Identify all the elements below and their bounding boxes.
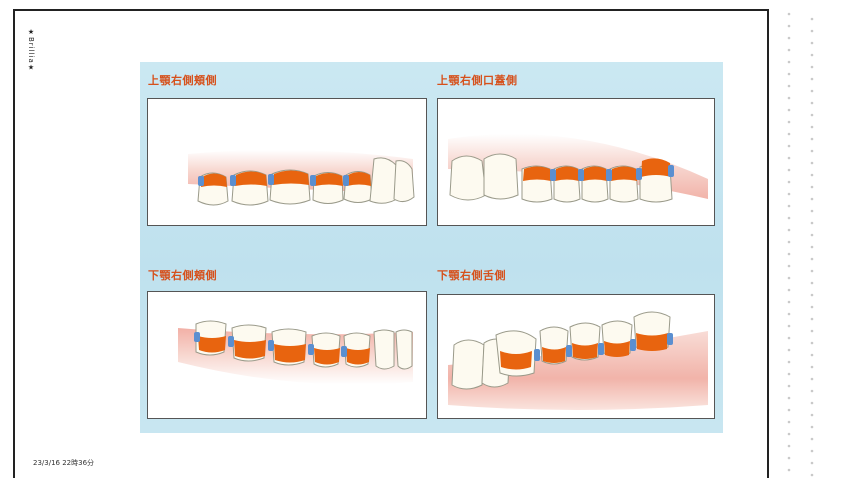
margin-dot [811, 258, 814, 261]
upper-palatal-drawing [438, 99, 715, 226]
margin-dot [788, 73, 791, 76]
margin-dot [811, 318, 814, 321]
margin-dot [788, 85, 791, 88]
margin-dot [811, 138, 814, 141]
margin-dot [788, 397, 791, 400]
margin-dot [788, 97, 791, 100]
margin-dot [811, 126, 814, 129]
margin-dot [788, 169, 791, 172]
margin-dot [811, 474, 814, 477]
margin-dot [788, 289, 791, 292]
margin-dot [811, 42, 814, 45]
margin-dot [788, 217, 791, 220]
margin-dot [788, 409, 791, 412]
margin-dot [811, 186, 814, 189]
margin-dot [811, 306, 814, 309]
panel-title-upper-buccal: 上顎右側頬側 [148, 72, 217, 88]
margin-dot [811, 330, 814, 333]
margin-dot [811, 90, 814, 93]
margin-dot [788, 181, 791, 184]
teeth-illustration: 上顎右側頬側 [140, 62, 723, 433]
margin-dot [788, 385, 791, 388]
panel-title-lower-lingual: 下顎右側舌側 [437, 267, 506, 283]
margin-dot [811, 150, 814, 153]
margin-dot [788, 349, 791, 352]
margin-dot [811, 18, 814, 21]
margin-dot [811, 354, 814, 357]
panel-lower-buccal [147, 291, 427, 419]
margin-dot [811, 402, 814, 405]
margin-dot [811, 426, 814, 429]
margin-dot [788, 109, 791, 112]
margin-dot [811, 390, 814, 393]
margin-dot [811, 450, 814, 453]
margin-dot [788, 13, 791, 16]
margin-dot [788, 313, 791, 316]
margin-dot [788, 433, 791, 436]
margin-dot [788, 133, 791, 136]
upper-buccal-drawing [148, 99, 427, 226]
margin-dot [811, 462, 814, 465]
panel-upper-buccal [147, 98, 427, 226]
margin-dot [811, 174, 814, 177]
margin-dot [811, 114, 814, 117]
margin-dot [788, 337, 791, 340]
margin-dot [788, 61, 791, 64]
margin-dot [811, 294, 814, 297]
sidebar-label: ★Brillia★ [27, 28, 35, 73]
margin-dot [811, 234, 814, 237]
panel-title-upper-palatal: 上顎右側口蓋側 [437, 72, 518, 88]
margin-dot [811, 246, 814, 249]
panel-title-lower-buccal: 下顎右側頬側 [148, 267, 217, 283]
timestamp: 23/3/16 22時36分 [33, 458, 94, 468]
margin-dot [811, 222, 814, 225]
margin-dot [788, 49, 791, 52]
margin-dot [788, 373, 791, 376]
margin-dot [788, 157, 791, 160]
margin-dot [811, 378, 814, 381]
panel-upper-palatal [437, 98, 715, 226]
margin-dot [788, 469, 791, 472]
margin-dot [788, 445, 791, 448]
margin-dot [811, 54, 814, 57]
margin-dot [811, 438, 814, 441]
margin-dot [788, 37, 791, 40]
margin-dot [811, 282, 814, 285]
dotted-margin [782, 8, 822, 478]
margin-dot [811, 162, 814, 165]
margin-dot [811, 102, 814, 105]
margin-dot [788, 253, 791, 256]
margin-dot [788, 301, 791, 304]
margin-dot [788, 121, 791, 124]
lower-lingual-drawing [438, 295, 715, 419]
margin-dot [788, 361, 791, 364]
margin-dot [811, 210, 814, 213]
margin-dot [811, 66, 814, 69]
panel-lower-lingual [437, 294, 715, 419]
margin-dot [811, 78, 814, 81]
margin-dot [788, 25, 791, 28]
margin-dot [811, 270, 814, 273]
margin-dot [788, 277, 791, 280]
margin-dot [788, 193, 791, 196]
margin-dot [811, 30, 814, 33]
margin-dot [811, 366, 814, 369]
margin-dot [788, 145, 791, 148]
margin-dot [788, 457, 791, 460]
margin-dot [788, 241, 791, 244]
margin-dot [788, 265, 791, 268]
margin-dot [811, 414, 814, 417]
lower-buccal-drawing [148, 292, 427, 419]
margin-dot [788, 421, 791, 424]
margin-dot [788, 229, 791, 232]
margin-dot [788, 205, 791, 208]
margin-dot [788, 325, 791, 328]
margin-dot [811, 342, 814, 345]
margin-dot [811, 198, 814, 201]
